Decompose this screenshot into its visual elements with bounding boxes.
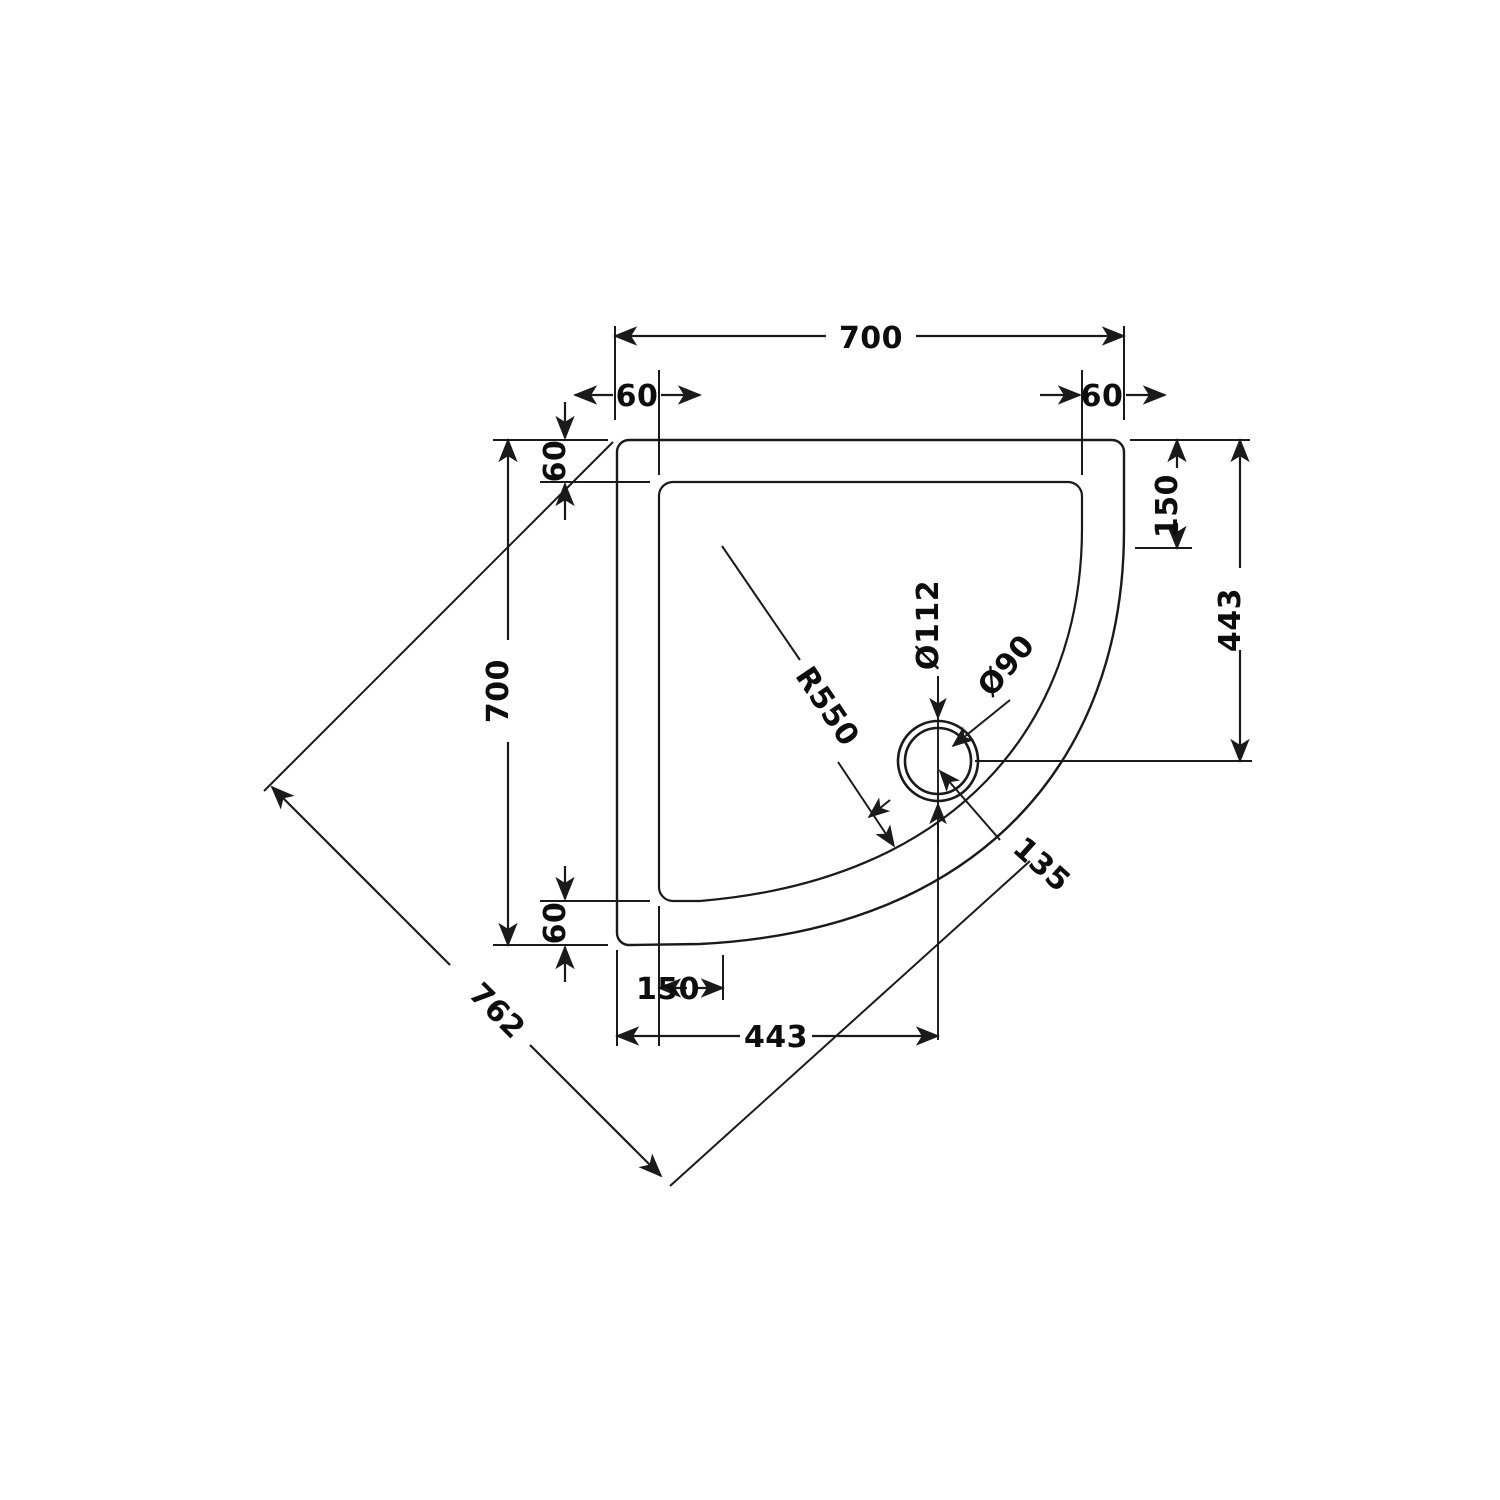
dim-label-bot-150: 150	[636, 972, 700, 1007]
ext-diag-lower	[669, 860, 1031, 1187]
dim-label-left-60-bot: 60	[538, 902, 573, 945]
dim-line-diag-762-a	[270, 785, 451, 966]
tray-outer-outline	[615, 438, 1126, 947]
dim-label-135: 135	[1006, 830, 1077, 899]
waste-outer-diameter-group: Ø112	[911, 580, 947, 846]
left-dimension-group: 700 60 60	[481, 402, 650, 982]
dim-label-bot-443: 443	[744, 1020, 808, 1055]
dim-label-d90: Ø90	[971, 628, 1042, 703]
leader-line-r550-b	[837, 761, 896, 848]
dim-label-right-443: 443	[1213, 588, 1248, 652]
dim-label-top-60-left: 60	[616, 379, 659, 414]
dim-label-top-700: 700	[839, 321, 903, 356]
dim-label-top-60-right: 60	[1081, 379, 1124, 414]
top-dimension-group: 700 60 60	[572, 321, 1168, 475]
leader-line-d90-tail	[867, 797, 891, 819]
leader-line-d90	[951, 699, 1011, 748]
right-dimension-group: 150 443	[1130, 437, 1250, 764]
tray-inner-well-outline	[657, 480, 1084, 903]
dim-label-r550: R550	[788, 661, 866, 753]
dim-label-diag-762: 762	[462, 976, 532, 1046]
tray-geometry	[615, 438, 1126, 947]
ext-diag-upper	[263, 441, 614, 792]
dim-line-diag-762-b	[529, 1044, 663, 1178]
leader-line-r550-a	[721, 545, 801, 661]
dim-label-right-150: 150	[1150, 474, 1185, 538]
dim-label-left-700: 700	[481, 659, 516, 723]
dim-label-left-60-top: 60	[538, 440, 573, 483]
dim-label-d112: Ø112	[911, 580, 946, 670]
waste-center-lines	[937, 690, 1252, 1040]
leader-line-135	[938, 769, 1001, 841]
radius-leader-group: R550	[721, 545, 896, 848]
bottom-dimension-group: 150 443	[614, 906, 941, 1055]
diagonal-dimension-group: 762	[263, 441, 1031, 1187]
